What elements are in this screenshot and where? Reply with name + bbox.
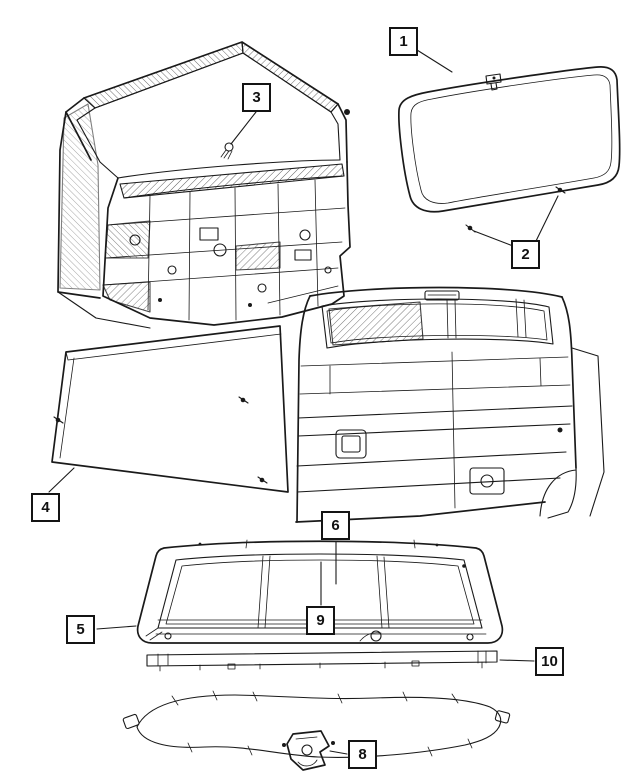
callout-9[interactable]: 9: [306, 606, 335, 635]
callout-9-label: 9: [316, 612, 325, 629]
callout-6[interactable]: 6: [321, 511, 350, 540]
callout-5-label: 5: [76, 621, 85, 638]
callout-2-label: 2: [521, 246, 530, 263]
callout-10[interactable]: 10: [535, 647, 564, 676]
callout-1-label: 1: [399, 33, 408, 50]
callout-5[interactable]: 5: [66, 615, 95, 644]
callout-8[interactable]: 8: [348, 740, 377, 769]
rear-glass-panel-drawing: [51, 325, 289, 493]
leader-lines: [48, 49, 559, 755]
callout-4[interactable]: 4: [31, 493, 60, 522]
rear-cab-bed-drawing: [295, 286, 605, 523]
callout-10-label: 10: [541, 653, 558, 670]
lower-strip-drawing: [146, 650, 498, 672]
callout-4-label: 4: [41, 499, 50, 516]
callout-3[interactable]: 3: [242, 83, 271, 112]
defroster-harness-drawing: [122, 690, 511, 771]
callout-2[interactable]: 2: [511, 240, 540, 269]
callout-3-label: 3: [252, 89, 261, 106]
callout-1[interactable]: 1: [389, 27, 418, 56]
cab-body-drawing: [57, 41, 351, 329]
fastener-screw-drawing: [220, 142, 234, 160]
callout-8-label: 8: [358, 746, 367, 763]
callout-6-label: 6: [331, 517, 340, 534]
windshield-glass-drawing: [398, 66, 621, 213]
